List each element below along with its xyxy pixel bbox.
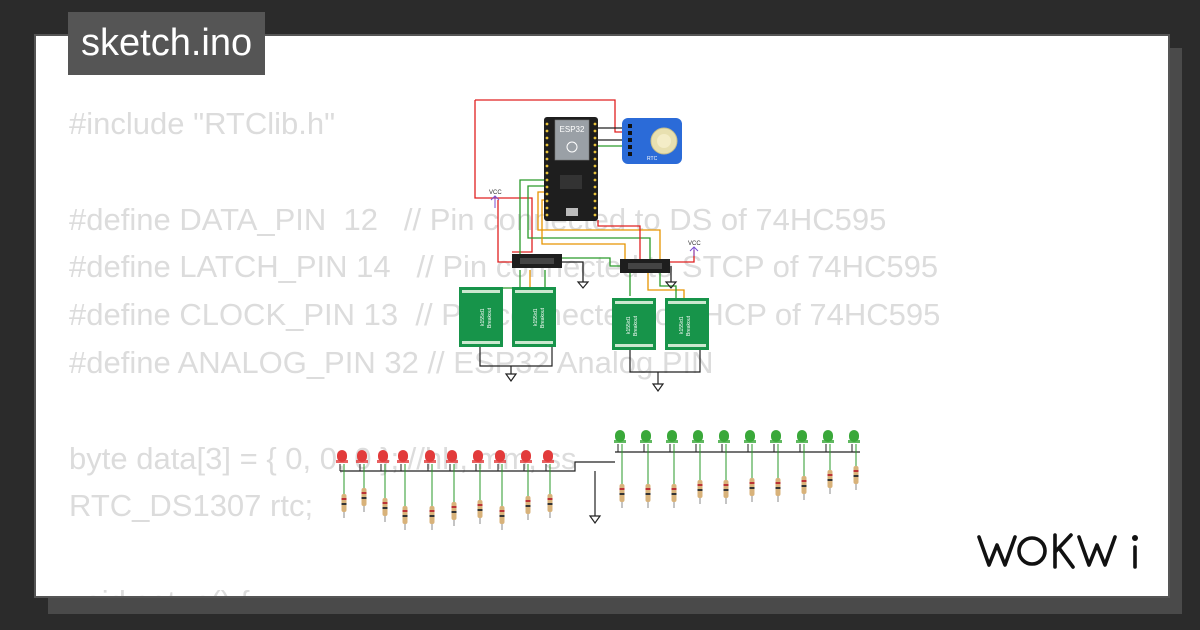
svg-text:k155id1: k155id1	[533, 308, 539, 326]
rtc-module: RTC	[622, 118, 682, 164]
file-name-tab: sketch.ino	[68, 12, 266, 75]
breakout-boards: k155id1 Breakout k155id1 Breakout k155id…	[459, 287, 709, 350]
green-led-group	[614, 430, 860, 508]
code-line: void setup() {	[69, 578, 940, 596]
code-line: #include "RTClib.h"	[69, 106, 336, 141]
green-led	[770, 430, 782, 502]
red-led	[446, 450, 458, 526]
svg-text:ESP32: ESP32	[560, 125, 585, 134]
red-led	[356, 450, 368, 512]
svg-text:VCC: VCC	[489, 190, 502, 196]
green-led	[692, 430, 704, 504]
green-led	[796, 430, 808, 500]
red-led	[397, 450, 409, 530]
code-line: RTC_DS1307 rtc;	[69, 488, 314, 524]
green-led	[744, 430, 756, 502]
vcc-symbol-right: VCC	[688, 241, 701, 256]
red-led	[377, 450, 389, 522]
red-led	[520, 450, 532, 520]
svg-text:k155id1: k155id1	[480, 308, 486, 326]
esp32-board: ESP32	[544, 117, 598, 221]
code-line: byte data[3] = { 0, 0, 0 }; //hh, mm, ss	[69, 440, 577, 476]
svg-text:k155id1: k155id1	[679, 316, 685, 334]
green-led	[718, 430, 730, 504]
green-led	[640, 430, 652, 508]
shift-register-right	[620, 259, 670, 273]
svg-text:k155id1: k155id1	[626, 316, 632, 334]
code-line: #define ANALOG_PIN 32 // ESP32 Analog PI…	[69, 344, 714, 380]
red-led	[542, 450, 554, 518]
svg-text:Breakout: Breakout	[633, 315, 639, 336]
red-led	[424, 450, 436, 530]
svg-text:Breakout: Breakout	[686, 315, 692, 336]
green-led	[614, 430, 626, 508]
green-led	[848, 430, 860, 490]
svg-text:Breakout: Breakout	[487, 307, 493, 328]
shift-register-left	[512, 254, 562, 268]
red-led-group	[336, 450, 554, 530]
green-led	[822, 430, 834, 494]
svg-text:VCC: VCC	[688, 241, 701, 247]
red-led	[472, 450, 484, 524]
red-led	[494, 450, 506, 530]
code-background: #include "RTClib.h" #define DATA_PIN 12 /…	[69, 100, 940, 596]
wokwi-logo	[977, 533, 1138, 569]
svg-text:Breakout: Breakout	[540, 307, 546, 328]
vcc-symbol-left: VCC	[489, 190, 502, 208]
svg-text:RTC: RTC	[647, 156, 658, 162]
green-led	[666, 430, 678, 508]
red-led	[336, 450, 348, 518]
code-line: #define DATA_PIN 12 // Pin connected to …	[69, 201, 887, 237]
